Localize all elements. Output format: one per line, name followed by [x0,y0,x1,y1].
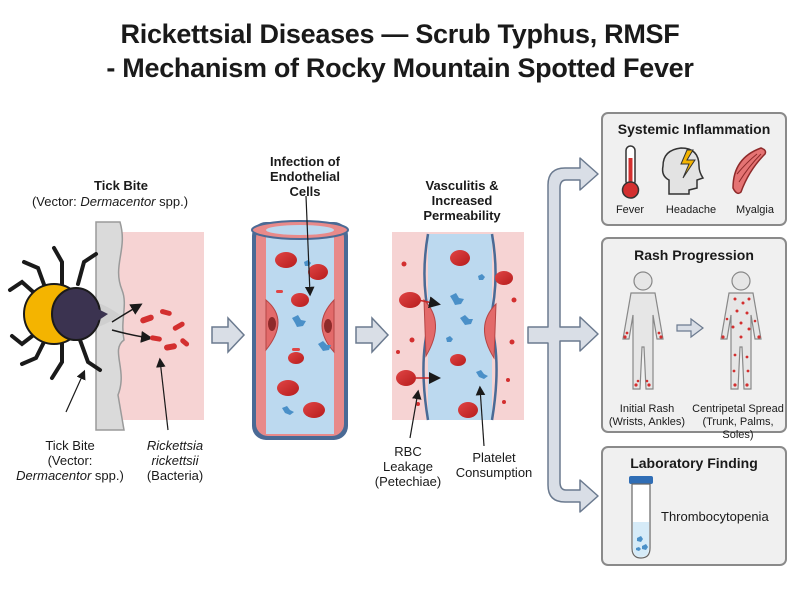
myalgia-label: Myalgia [736,204,774,216]
test-tube-icon [629,476,653,559]
arrow-to-vasculitis [355,316,390,354]
bacteria-spread-arrows [111,303,153,343]
vasculitis-vessel [392,232,524,421]
thrombocytopenia-label: Thrombocytopenia [661,509,769,524]
centripetal-spread-label: Centripetal Spread (Trunk, Palms, Soles) [692,403,784,441]
title-line-2: - Mechanism of Rocky Mountain Spotted Fe… [106,53,694,83]
infected-vessel [251,220,349,440]
spread-rash-body-icon [720,271,762,390]
arrow-to-infection [211,316,246,354]
tick-bite-top-title: Tick Bite [94,178,148,193]
initial-rash-body-icon [622,271,664,390]
initial-rash-label: Initial Rash (Wrists, Ankles) [608,403,686,428]
skin-section [80,221,204,431]
rash-figures [622,271,762,390]
rash-progression-arrow [676,317,704,339]
rickettsia-bacteria [140,309,190,351]
initial-rash-spots [623,331,663,387]
systemic-inflammation-panel: Systemic Inflammation Fever Headache Mya… [601,112,787,226]
tick-bite-top-subtitle: (Vector: Dermacentor spp.) [31,194,189,209]
headache-icon [661,147,705,195]
title-line-1: Rickettsial Diseases — Scrub Typhus, RMS… [120,19,680,49]
laboratory-finding-panel: Laboratory Finding Thrombocytopenia [601,446,787,566]
headache-label: Headache [665,204,717,216]
systemic-inflammation-title: Systemic Inflammation [617,121,771,137]
branch-arrows [527,157,599,513]
rickettsia-label: Rickettsia rickettsii (Bacteria) [146,438,204,483]
tick-bite-bottom-label: Tick Bite (Vector: Dermacentor spp.) [16,438,124,483]
fever-label: Fever [615,204,645,216]
infection-label: Infection of Endothelial Cells [269,154,341,199]
rbc-leakage-label: RBC Leakage (Petechiae) [374,444,442,489]
symptom-icons [621,145,767,199]
thermometer-icon [621,145,640,199]
tick-icon [8,246,108,380]
rash-progression-title: Rash Progression [634,247,754,263]
muscle-icon [732,147,767,195]
vasculitis-label: Vasculitis & Increased Permeability [423,178,501,223]
spread-rash-spots [721,297,761,387]
laboratory-finding-title: Laboratory Finding [630,455,758,471]
platelet-consumption-label: Platelet Consumption [455,450,533,480]
rash-progression-panel: Rash Progression Initial Rash [601,237,787,441]
